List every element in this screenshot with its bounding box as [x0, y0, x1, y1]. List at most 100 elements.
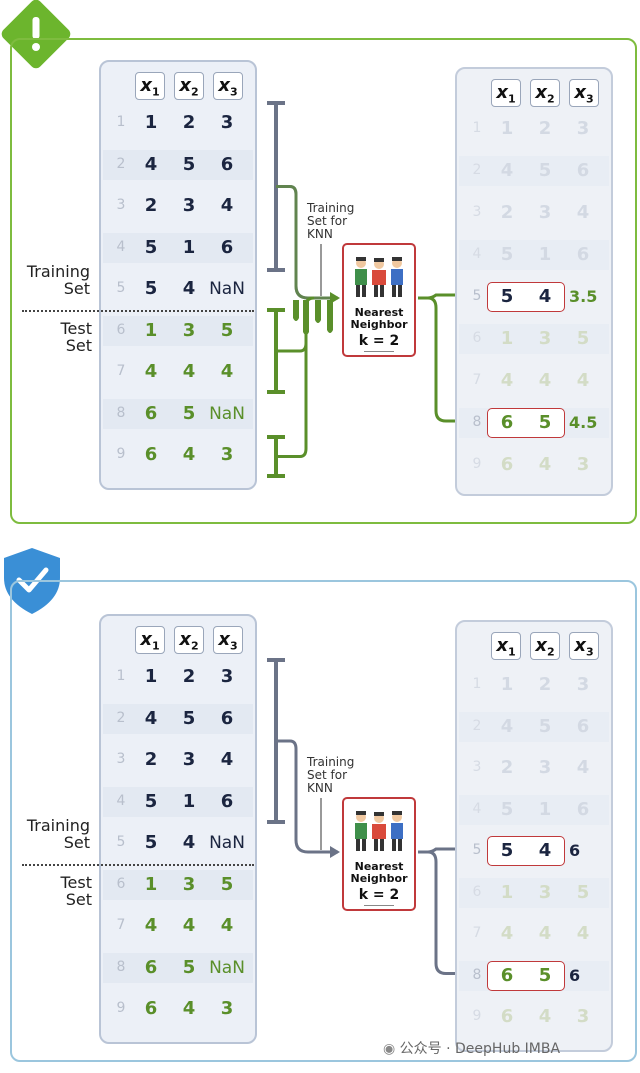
warning-icon	[1, 0, 71, 69]
top-right-header-x3: x3	[569, 79, 599, 107]
top-right-cell: 6	[576, 160, 590, 181]
top-cell: NaN	[209, 403, 245, 424]
top-cell: 4	[182, 278, 196, 299]
bottom-right-cell: 5	[538, 715, 552, 737]
top-right-cell: 4	[500, 160, 514, 181]
top-imputed-value: 4.5	[569, 413, 598, 432]
top-cell: 6	[220, 153, 234, 175]
bottom-row-number: 5	[116, 834, 126, 850]
top-header-x3: x3	[213, 72, 243, 100]
bottom-cell: 5	[144, 790, 158, 812]
top-row-number: 3	[116, 197, 126, 213]
bottom-cell: NaN	[209, 833, 245, 853]
top-train-test-divider	[22, 310, 254, 312]
bottom-right-row-stripe	[459, 794, 609, 825]
top-cell: 2	[144, 195, 158, 216]
bottom-row-stripe	[103, 952, 253, 983]
top-cell: 5	[182, 402, 196, 424]
top-right-row-number: 2	[472, 162, 482, 178]
top-right-cell: 2	[500, 202, 514, 223]
bottom-row-number: 7	[116, 917, 126, 933]
top-right-cell: 4	[538, 286, 552, 307]
top-drip	[315, 300, 321, 323]
top-card-underline	[364, 351, 394, 352]
top-cell: 3	[220, 444, 234, 465]
top-right-cell: 1	[500, 328, 514, 349]
top-cell: 3	[220, 112, 234, 133]
bottom-cell: 4	[144, 707, 158, 729]
bottom-right-cell: 4	[538, 840, 552, 861]
bottom-cell: 4	[220, 749, 234, 770]
bottom-training-flow	[276, 739, 338, 854]
top-right-cell: 3	[538, 328, 552, 349]
top-cell: 4	[182, 444, 196, 465]
top-row-stripe	[103, 315, 253, 346]
top-right-row-stripe	[459, 324, 609, 354]
top-right-row-number: 5	[472, 288, 482, 304]
bottom-cell: 4	[144, 915, 158, 936]
bottom-right-cell: 3	[576, 1006, 590, 1027]
bottom-cell: 1	[182, 790, 196, 812]
bottom-right-row-number: 4	[472, 800, 482, 817]
top-row-number: 4	[116, 238, 126, 255]
top-right-row-number: 4	[472, 246, 482, 262]
bottom-cell: 2	[182, 666, 196, 687]
bottom-card-underline	[364, 905, 394, 906]
top-panel	[10, 38, 637, 524]
top-cell: 1	[182, 236, 196, 258]
bottom-right-cell: 1	[538, 798, 552, 820]
bottom-cell: 4	[220, 915, 234, 936]
bottom-cell: 4	[182, 832, 196, 853]
top-cell: 5	[144, 236, 158, 258]
top-right-cell: 3	[538, 202, 552, 223]
top-right-cell: 6	[500, 412, 514, 433]
bottom-cell: NaN	[209, 957, 245, 978]
bottom-right-header-x2: x2	[530, 632, 560, 660]
people-icon	[355, 257, 403, 297]
bottom-row-number: 4	[116, 792, 126, 809]
top-cell: 5	[220, 319, 234, 341]
bottom-cell: 6	[144, 998, 158, 1019]
top-row-number: 6	[116, 321, 126, 338]
bottom-header-x1: x1	[135, 626, 165, 654]
bottom-cell: 1	[144, 873, 158, 895]
top-cell: 2	[182, 112, 196, 133]
top-row-number: 1	[116, 114, 126, 130]
bottom-right-row-number: 1	[472, 676, 482, 692]
bottom-header-x2: x2	[174, 626, 204, 654]
bottom-cell: 5	[220, 873, 234, 895]
bottom-right-cell: 4	[500, 715, 514, 737]
top-cell: 1	[144, 319, 158, 341]
bottom-cell: 3	[220, 998, 234, 1019]
top-right-cell: 5	[538, 160, 552, 181]
bottom-row-number: 9	[116, 1000, 126, 1016]
top-drip	[303, 300, 309, 335]
top-cell: 6	[144, 444, 158, 465]
bottom-right-cell: 6	[576, 798, 590, 820]
bottom-right-row-number: 9	[472, 1008, 482, 1024]
top-right-cell: 3	[576, 118, 590, 139]
top-header-x2: x2	[174, 72, 204, 100]
bottom-row-stripe	[103, 869, 253, 900]
bottom-right-cell: 4	[500, 923, 514, 944]
top-cell: 4	[220, 361, 234, 382]
bottom-cell: 5	[182, 707, 196, 729]
bottom-row-stripe	[103, 786, 253, 817]
top-row-number: 5	[116, 280, 126, 296]
bottom-row-number: 6	[116, 875, 126, 892]
bottom-right-row-number: 6	[472, 883, 482, 900]
bottom-right-cell: 3	[576, 674, 590, 695]
top-right-row-number: 7	[472, 372, 482, 388]
top-test-flow-b	[276, 306, 308, 458]
bottom-row-number: 2	[116, 709, 126, 726]
bottom-row-number: 1	[116, 668, 126, 684]
bottom-right-row-number: 7	[472, 925, 482, 941]
top-cell: 4	[144, 361, 158, 382]
